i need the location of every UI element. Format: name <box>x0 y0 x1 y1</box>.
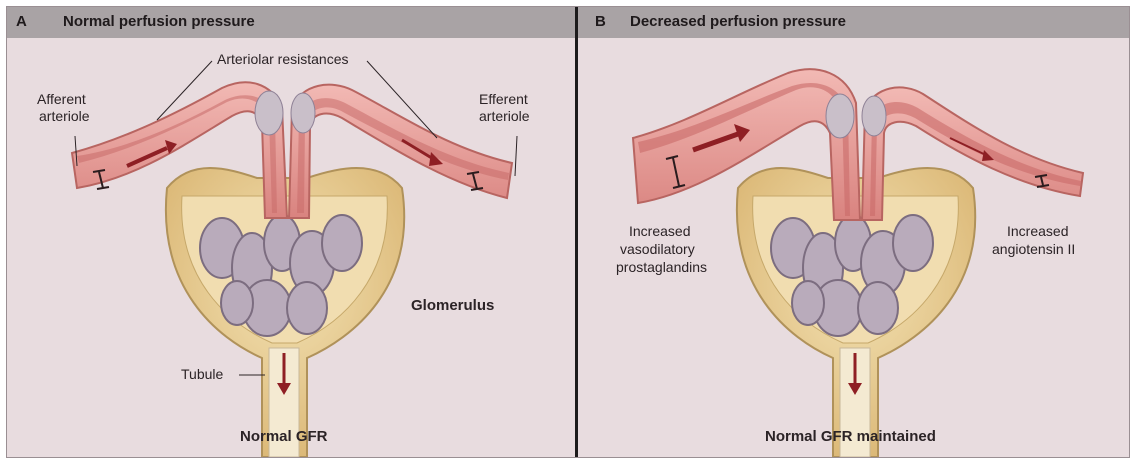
prostaglandins-label-line2: vasodilatory <box>620 241 695 258</box>
tubule-label: Tubule <box>181 366 223 383</box>
prostaglandins-label-line1: Increased <box>629 223 690 240</box>
efferent-label-line1: Efferent <box>479 91 528 108</box>
panel-b: B Decreased perfusion pressure <box>578 7 1129 457</box>
panel-a-letter: A <box>16 13 27 30</box>
panel-a-caption: Normal GFR <box>240 428 328 445</box>
afferent-label-line2: arteriole <box>39 108 90 125</box>
panel-b-letter: B <box>595 13 606 30</box>
panel-b-header: B Decreased perfusion pressure <box>578 7 1129 38</box>
panel-b-caption: Normal GFR maintained <box>765 428 936 445</box>
glomerulus-label: Glomerulus <box>411 297 494 314</box>
angiotensin-label-line2: angiotensin II <box>992 241 1075 258</box>
arteriolar-resistances-label: Arteriolar resistances <box>217 51 349 68</box>
panel-a: A Normal perfusion pressure <box>7 7 576 457</box>
panel-b-title: Decreased perfusion pressure <box>630 13 846 30</box>
efferent-label-line2: arteriole <box>479 108 530 125</box>
panel-a-header: A Normal perfusion pressure <box>7 7 576 38</box>
prostaglandins-label-line3: prostaglandins <box>616 259 707 276</box>
figure: A Normal perfusion pressure <box>6 6 1130 458</box>
panel-a-title: Normal perfusion pressure <box>63 13 255 30</box>
angiotensin-label-line1: Increased <box>1007 223 1068 240</box>
afferent-label-line1: Afferent <box>37 91 86 108</box>
